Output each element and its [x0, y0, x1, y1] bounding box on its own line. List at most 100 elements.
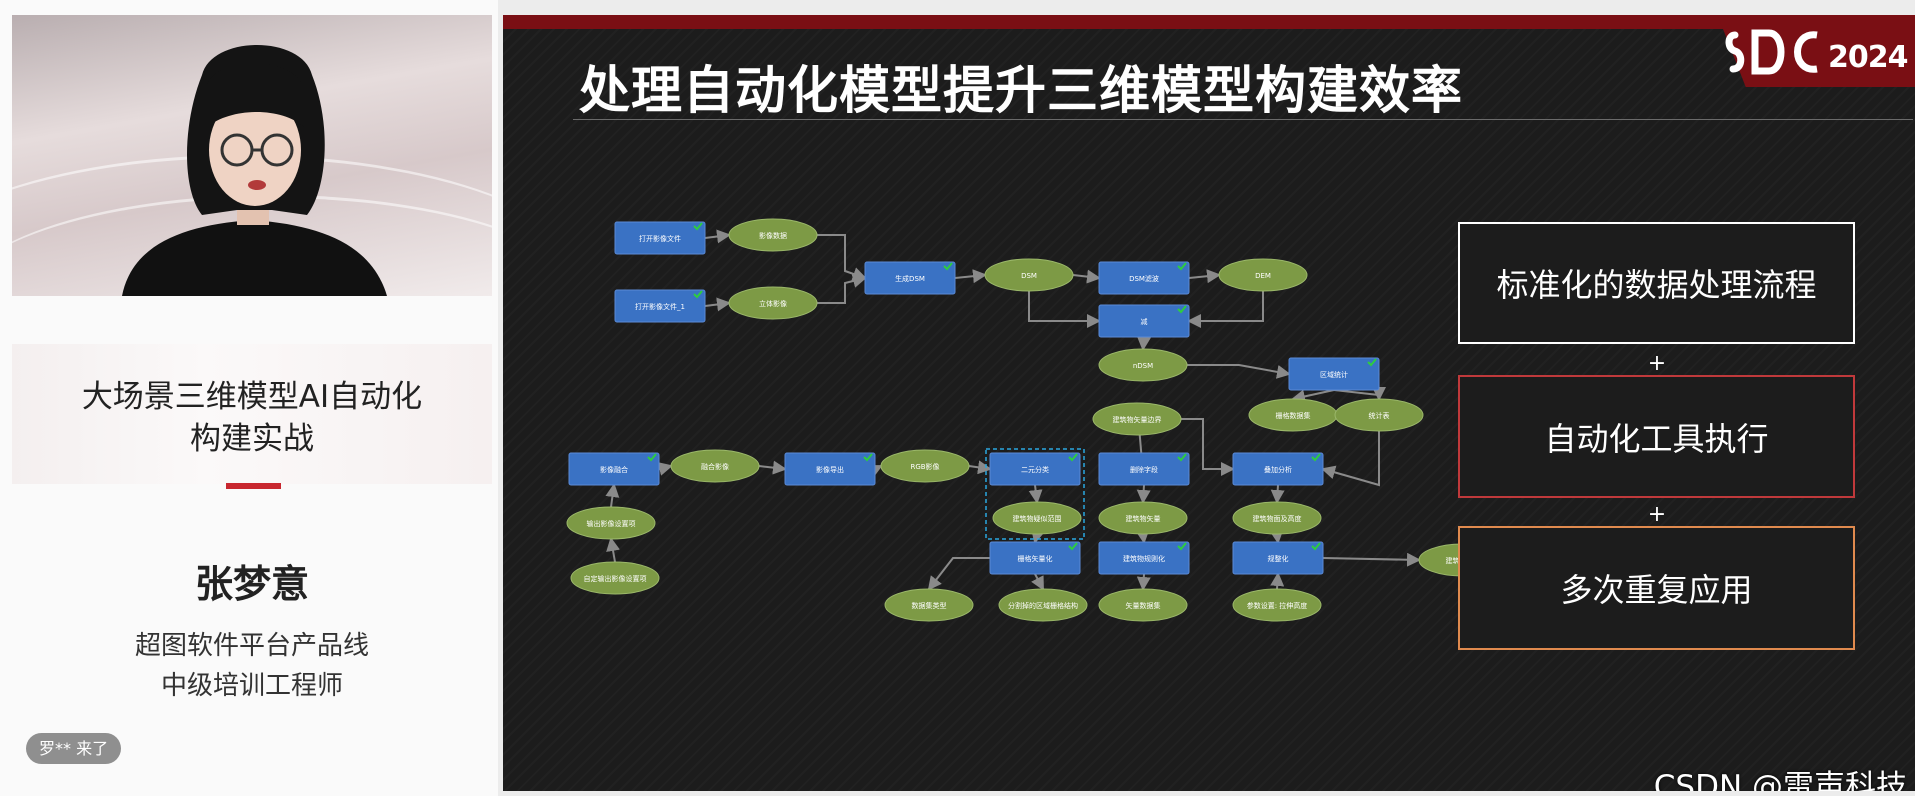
model-data-node: RGB影像 [880, 449, 970, 483]
check-icon [1177, 542, 1187, 551]
model-data-node: 数据集类型 [884, 588, 974, 622]
check-icon [1367, 358, 1377, 367]
data-label: 统计表 [1369, 411, 1390, 420]
model-tool-node: 区域统计 [1288, 357, 1380, 391]
flow-arrow [968, 460, 992, 475]
model-data-node: nDSM [1098, 348, 1188, 382]
data-label: 影像数据 [759, 231, 787, 240]
model-data-node: 立体影像 [728, 286, 818, 320]
flow-arrow [1270, 484, 1285, 504]
flow-arrow [1322, 552, 1421, 567]
data-label: DEM [1255, 272, 1271, 280]
model-tool-node: 叠加分析 [1232, 452, 1324, 486]
model-data-node: 输出影像设置项 [566, 506, 656, 540]
affiliation-line: 中级培训工程师 [160, 671, 343, 701]
tool-label: 生成DSM [895, 274, 925, 283]
flow-arrow [1187, 364, 1291, 379]
title-underline [573, 119, 1913, 120]
model-data-node: 建筑物面及高度 [1232, 501, 1322, 535]
feature-label: 多次重复应用 [1560, 571, 1753, 609]
data-label: 数据集类型 [912, 601, 947, 610]
model-tool-node: 影像融合 [568, 452, 660, 486]
flow-arrow [1135, 529, 1150, 544]
logo-banner [1717, 15, 1915, 87]
slide-top-bar [503, 15, 1915, 29]
flow-arrow [1031, 573, 1044, 591]
model-tool-node: 删除字段 [1098, 452, 1190, 486]
check-icon [693, 222, 703, 231]
flow-arrow [1291, 389, 1335, 404]
model-data-node: 建筑物疑似范围 [992, 501, 1082, 535]
model-data-node: 统计表 [1334, 398, 1424, 432]
talk-title-card: 大场景三维模型AI自动化 构建实战 [12, 344, 492, 484]
tool-label: 区域统计 [1320, 370, 1348, 379]
flow-arrow [1028, 291, 1101, 328]
data-label: nDSM [1133, 362, 1153, 370]
check-icon [647, 453, 657, 462]
data-label: 融合影像 [701, 462, 729, 471]
feature-box-standard-flow: 标准化的数据处理流程 [1458, 222, 1855, 344]
tool-label: 栅格矢量化 [1018, 554, 1053, 563]
model-data-node: 建筑物矢量边界 [1092, 402, 1182, 436]
tool-label: 减 [1141, 317, 1148, 326]
flow-arrow [817, 234, 867, 281]
model-tool-node: 打开影像文件_1 [614, 289, 706, 323]
logo-year: 2024 [1828, 40, 1908, 75]
model-tool-node: 二元分类 [989, 452, 1081, 486]
tool-label: 删除字段 [1130, 465, 1158, 474]
tool-label: 影像融合 [600, 465, 628, 474]
data-label: 建筑物疑似范围 [1013, 514, 1062, 523]
feature-box-reuse: 多次重复应用 [1458, 526, 1855, 650]
data-label: 输出影像设置项 [587, 519, 636, 528]
flow-arrow [954, 269, 987, 284]
check-icon [1068, 453, 1078, 462]
model-data-node: 建筑物矢量 [1098, 501, 1188, 535]
data-label: 栅格数据集 [1276, 411, 1311, 420]
flow-arrow [1321, 431, 1380, 487]
tool-label: 规整化 [1268, 554, 1289, 563]
sdc-logo: 2024 [1725, 29, 1909, 75]
flow-arrow [927, 557, 990, 591]
flow-arrow [758, 460, 787, 475]
check-icon [863, 453, 873, 462]
model-data-node: 矢量数据集 [1098, 588, 1188, 622]
tool-label: 叠加分析 [1264, 465, 1292, 474]
csdn-watermark: CSDN @雷声科技 [1653, 769, 1907, 791]
tool-label: 影像导出 [816, 465, 844, 474]
model-data-node: 分割掉的区域栅格结构 [998, 588, 1088, 622]
tool-label: 建筑物规则化 [1123, 554, 1165, 563]
model-data-node: DEM [1218, 258, 1308, 292]
speaker-video [12, 15, 492, 296]
tool-label: 二元分类 [1021, 465, 1049, 474]
flow-arrow [1031, 528, 1045, 544]
talk-title-line: 大场景三维模型AI自动化 [81, 379, 423, 415]
flow-arrow [1187, 291, 1264, 328]
model-data-node: 参数设置: 拉伸高度 [1232, 588, 1322, 622]
data-label: 参数设置: 拉伸高度 [1247, 601, 1308, 610]
affiliation-line: 超图软件平台产品线 [134, 631, 369, 661]
data-label: 建筑物矢量边界 [1113, 415, 1162, 424]
flow-arrow [704, 229, 731, 244]
flow-arrow [1137, 336, 1151, 351]
model-data-node: 栅格数据集 [1248, 398, 1338, 432]
model-tool-node: 规整化 [1232, 541, 1324, 575]
flow-arrow [867, 465, 883, 478]
talk-title: 大场景三维模型AI自动化 构建实战 [12, 376, 492, 460]
flow-arrow [606, 537, 620, 563]
data-label: 建筑物矢量 [1126, 514, 1161, 523]
slide-title: 处理自动化模型提升三维模型构建效率 [579, 62, 1464, 121]
data-label: 建筑物面及高度 [1253, 514, 1302, 523]
title-divider [226, 483, 281, 489]
check-icon [1311, 453, 1321, 462]
model-tool-node: 生成DSM [864, 261, 956, 295]
flow-arrow [1028, 484, 1043, 504]
data-label: RGB影像 [910, 462, 939, 471]
talk-title-line: 构建实战 [190, 421, 314, 457]
flow-arrow [1333, 387, 1386, 401]
flow-arrow [1270, 572, 1285, 590]
flow-arrow [1188, 269, 1221, 284]
speaker-panel: 大场景三维模型AI自动化 构建实战 张梦意 超图软件平台产品线 中级培训工程师 … [0, 0, 498, 796]
speaker-figure [122, 45, 387, 296]
